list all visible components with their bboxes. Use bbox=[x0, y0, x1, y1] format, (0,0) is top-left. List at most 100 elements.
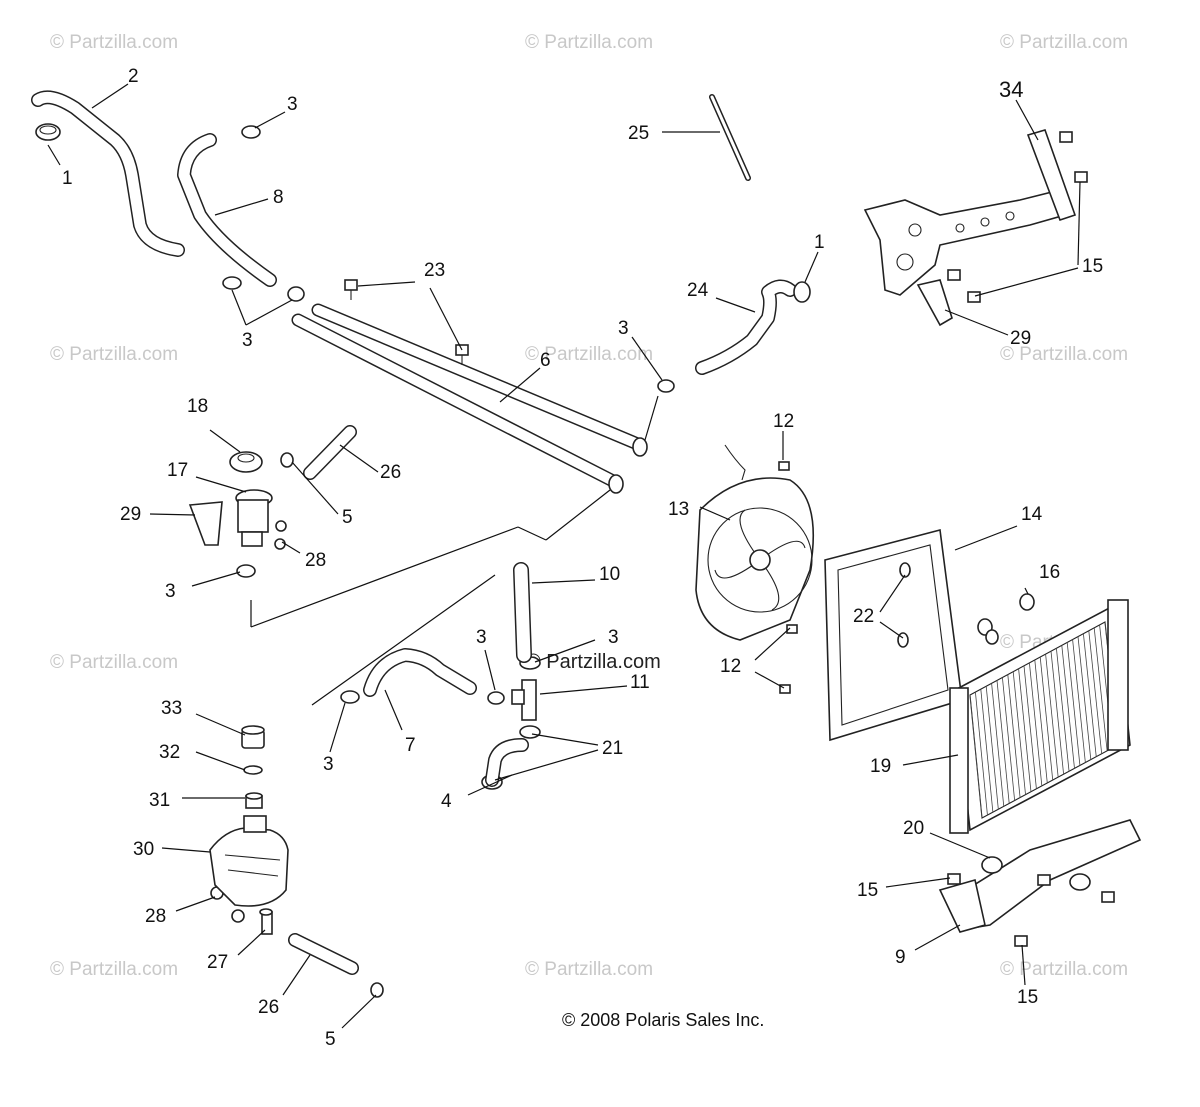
copyright-text: © 2008 Polaris Sales Inc. bbox=[562, 1010, 764, 1030]
callout-30: 30 bbox=[133, 839, 154, 860]
fan-part-13 bbox=[695, 444, 815, 641]
watermark-text: © Partzilla.com bbox=[525, 959, 653, 980]
callout-26: 26 bbox=[380, 462, 401, 483]
radiator-fin bbox=[1072, 639, 1086, 763]
clamp-part-21 bbox=[519, 725, 541, 739]
hose-part-8 bbox=[177, 133, 277, 287]
bracket-part-34 bbox=[863, 129, 1077, 327]
callout-18: 18 bbox=[187, 396, 208, 417]
radiator-fin bbox=[991, 683, 1005, 807]
radiator-fin bbox=[1007, 674, 1021, 798]
callout-32: 32 bbox=[159, 742, 180, 763]
radiator-fin bbox=[1039, 656, 1054, 781]
callout-12: 12 bbox=[720, 656, 741, 677]
radiator-fin bbox=[1023, 665, 1037, 789]
callout-26: 26 bbox=[258, 997, 279, 1018]
radiator-fin bbox=[1066, 642, 1081, 766]
callout-1: 1 bbox=[814, 232, 825, 253]
clamp-part-1a bbox=[35, 123, 61, 141]
clamp-part-1b bbox=[793, 281, 811, 303]
callout-3: 3 bbox=[287, 94, 298, 115]
bolt-part-15b bbox=[947, 873, 1115, 947]
callout-labels: 1 2 3 8 3 23 6 25 1 24 3 34 15 29 18 17 … bbox=[62, 66, 1103, 1050]
callout-33: 33 bbox=[161, 698, 182, 719]
callout-22: 22 bbox=[853, 606, 874, 627]
radiator-fin bbox=[1077, 636, 1092, 760]
radiator-fin bbox=[1083, 633, 1097, 757]
callout-1: 1 bbox=[62, 168, 73, 189]
watermark-text: © Partzilla.com bbox=[50, 32, 178, 53]
clamp-part-3 bbox=[287, 286, 305, 302]
radiator-fin bbox=[1012, 671, 1026, 795]
grommet-part-22 bbox=[897, 562, 911, 648]
callout-5: 5 bbox=[325, 1029, 336, 1050]
callout-31: 31 bbox=[149, 790, 170, 811]
callout-17: 17 bbox=[167, 460, 188, 481]
bracket-part-29 bbox=[188, 501, 223, 546]
radiator-fin bbox=[985, 686, 999, 810]
hose-part-7 bbox=[363, 648, 477, 697]
callout-28: 28 bbox=[305, 550, 326, 571]
callout-11: 11 bbox=[630, 672, 650, 693]
radiator-fin bbox=[1034, 659, 1048, 784]
fitting-part-5 bbox=[370, 982, 384, 998]
radiator-fin bbox=[1029, 662, 1043, 786]
grommet-part-20 bbox=[1069, 873, 1091, 891]
callout-34: 34 bbox=[999, 77, 1023, 102]
tank-part-30 bbox=[209, 815, 289, 907]
callout-27: 27 bbox=[207, 952, 228, 973]
clamp-part-3 bbox=[241, 125, 261, 139]
hose-part-2 bbox=[31, 90, 185, 257]
clamp-part-3 bbox=[236, 564, 256, 578]
radiator-fin bbox=[1093, 627, 1108, 751]
callout-3: 3 bbox=[618, 318, 629, 339]
grommet-part-20 bbox=[981, 856, 1003, 874]
radiator-fin bbox=[969, 694, 983, 819]
callout-16: 16 bbox=[1039, 562, 1060, 583]
radiator-fin bbox=[996, 680, 1010, 804]
clamp-part-3 bbox=[222, 276, 242, 290]
callout-20: 20 bbox=[903, 818, 924, 839]
fitting-part-27 bbox=[259, 908, 273, 935]
callout-28: 28 bbox=[145, 906, 166, 927]
radiator-part-19 bbox=[949, 599, 1131, 834]
callout-24: 24 bbox=[687, 280, 709, 301]
center-watermark: © Partzilla.com bbox=[526, 651, 661, 673]
callout-3: 3 bbox=[242, 330, 253, 351]
bolt-part-28 bbox=[210, 520, 287, 923]
gasket-part-32 bbox=[243, 765, 263, 775]
radiator-fin bbox=[1056, 648, 1070, 772]
callout-8: 8 bbox=[273, 187, 284, 208]
callout-7: 7 bbox=[405, 735, 416, 756]
callout-3: 3 bbox=[476, 627, 487, 648]
watermark-text: © Partzilla.com bbox=[50, 344, 178, 365]
callout-19: 19 bbox=[870, 756, 891, 777]
watermark-text: © Partzilla.com bbox=[50, 959, 178, 980]
callout-15: 15 bbox=[1082, 256, 1103, 277]
callout-10: 10 bbox=[599, 564, 620, 585]
callout-6: 6 bbox=[540, 350, 551, 371]
radiator-fin bbox=[1018, 668, 1032, 792]
callout-29: 29 bbox=[120, 504, 141, 525]
clamp-part-3 bbox=[487, 691, 505, 705]
leader-lines bbox=[47, 83, 1081, 1029]
callout-4: 4 bbox=[441, 791, 452, 812]
watermark-text: © Partzilla.com bbox=[50, 652, 178, 673]
clamp-part-3 bbox=[657, 379, 675, 393]
callout-5: 5 bbox=[342, 507, 353, 528]
radiator-fin bbox=[980, 689, 994, 813]
watermark-text: © Partzilla.com bbox=[1000, 959, 1128, 980]
radiator-fin bbox=[1045, 654, 1059, 778]
radiator-fin bbox=[1002, 677, 1016, 801]
callout-21: 21 bbox=[602, 738, 623, 759]
watermark-text: © Partzilla.com bbox=[1000, 32, 1128, 53]
grommet-part-16 bbox=[977, 593, 1035, 645]
callout-15: 15 bbox=[1017, 987, 1038, 1008]
callout-3: 3 bbox=[165, 581, 176, 602]
callout-13: 13 bbox=[668, 499, 689, 520]
radiator-fin bbox=[1061, 645, 1075, 769]
neck-part-31 bbox=[245, 792, 263, 809]
fitting-part-5 bbox=[280, 452, 294, 468]
hose-part-24 bbox=[695, 279, 797, 375]
